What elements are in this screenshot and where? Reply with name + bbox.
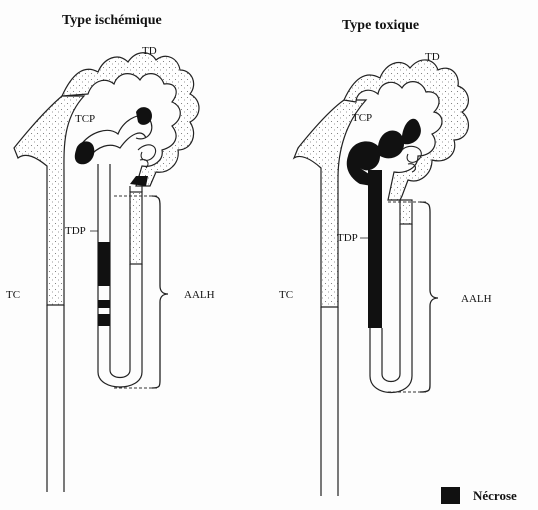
label-td: TD xyxy=(425,51,440,63)
label-tc: TC xyxy=(6,289,20,301)
diagram-toxic: Type toxique TD TCP TDP TC AALH xyxy=(279,18,492,496)
proximal-straight-tubule xyxy=(368,170,382,328)
label-aalh: AALH xyxy=(184,289,215,301)
diagram-ischemic: Type ischémique xyxy=(6,13,215,492)
label-aalh: AALH xyxy=(461,293,492,305)
necrosis-mark xyxy=(136,107,152,125)
title-toxic: Type toxique xyxy=(342,18,419,33)
necrosis-mark xyxy=(130,176,148,186)
necrosis-mark xyxy=(75,141,95,164)
proximal-straight-tubule xyxy=(98,164,110,350)
legend: Nécrose xyxy=(441,487,517,504)
label-td: TD xyxy=(142,45,157,57)
label-tc: TC xyxy=(279,289,293,301)
label-tcp: TCP xyxy=(352,112,372,124)
label-tcp: TCP xyxy=(75,113,95,125)
label-tdp: TDP xyxy=(337,232,358,244)
title-ischemic: Type ischémique xyxy=(62,13,162,28)
collecting-duct xyxy=(14,96,84,492)
aalh-bracket xyxy=(420,202,438,392)
label-tdp: TDP xyxy=(65,225,86,237)
legend-label: Nécrose xyxy=(473,488,517,503)
aalh-bracket xyxy=(152,196,168,388)
legend-swatch xyxy=(441,487,460,504)
